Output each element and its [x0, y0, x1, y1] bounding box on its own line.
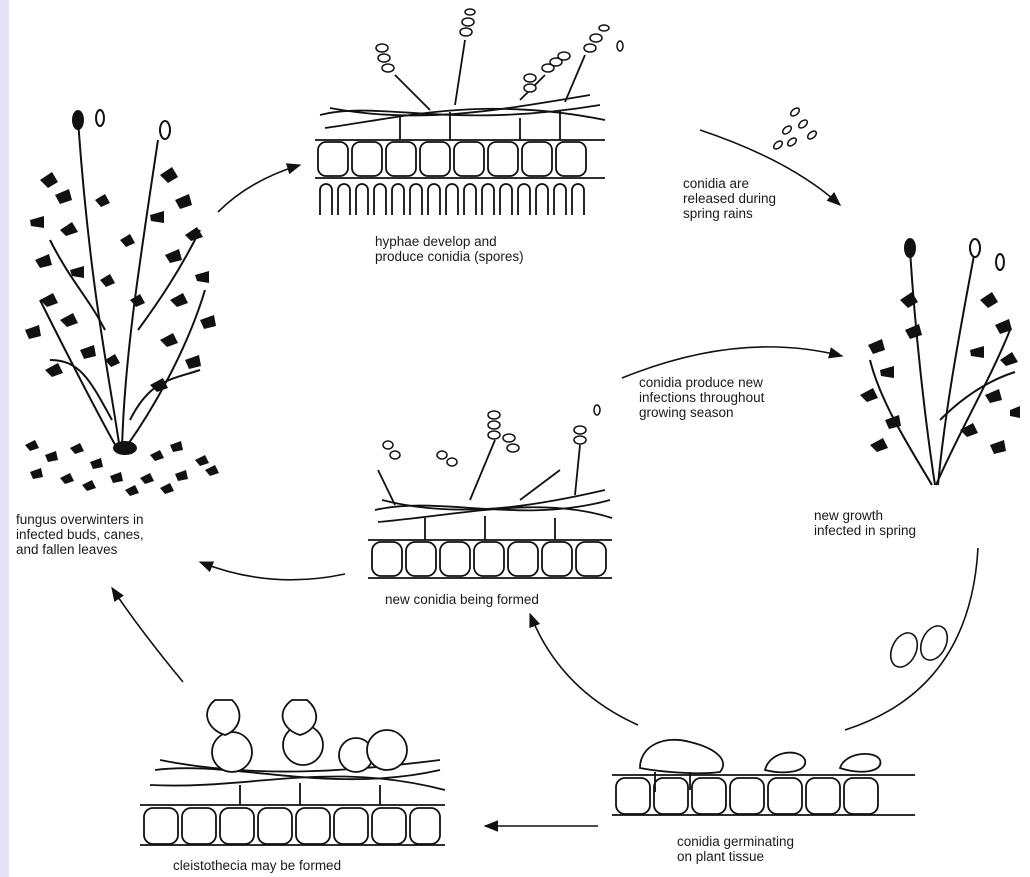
overwintering-leaves — [25, 167, 216, 455]
label-new-conidia: new conidia being formed — [385, 592, 539, 607]
germinating-tissue — [612, 740, 915, 815]
arrow-new-infections — [622, 347, 842, 378]
new-growth-leaves — [860, 292, 1020, 454]
label-new-growth: new growth infected in spring — [814, 508, 916, 538]
arrow-up-overwinter — [112, 588, 183, 682]
conidia-chains-top — [376, 9, 623, 92]
label-hyphae: hyphae develop and produce conidia (spor… — [375, 234, 524, 264]
label-overwinters: fungus overwinters in infected buds, can… — [16, 512, 144, 557]
arrow-to-overwinter — [200, 562, 345, 580]
label-cleistothecia: cleistothecia may be formed — [173, 858, 341, 873]
new-conidia-tissue — [368, 440, 612, 578]
overwintering-plant — [40, 110, 205, 450]
released-spores — [772, 106, 818, 150]
label-released: conidia are released during spring rains — [683, 176, 776, 221]
life-cycle-diagram — [9, 0, 1030, 877]
cleistothecia-tissue — [140, 700, 445, 845]
diagram-panel: hyphae develop and produce conidia (spor… — [9, 0, 1030, 877]
cycle-arrows — [112, 130, 978, 826]
label-germinating: conidia germinating on plant tissue — [677, 834, 794, 864]
large-spores — [886, 622, 953, 672]
arrow-to-hyphae — [218, 165, 300, 212]
arrow-to-new-conidia — [530, 614, 638, 725]
conidia-chains-middle — [383, 405, 600, 466]
label-new-infections: conidia produce new infections throughou… — [639, 375, 764, 420]
hyphae-tissue — [315, 40, 605, 215]
